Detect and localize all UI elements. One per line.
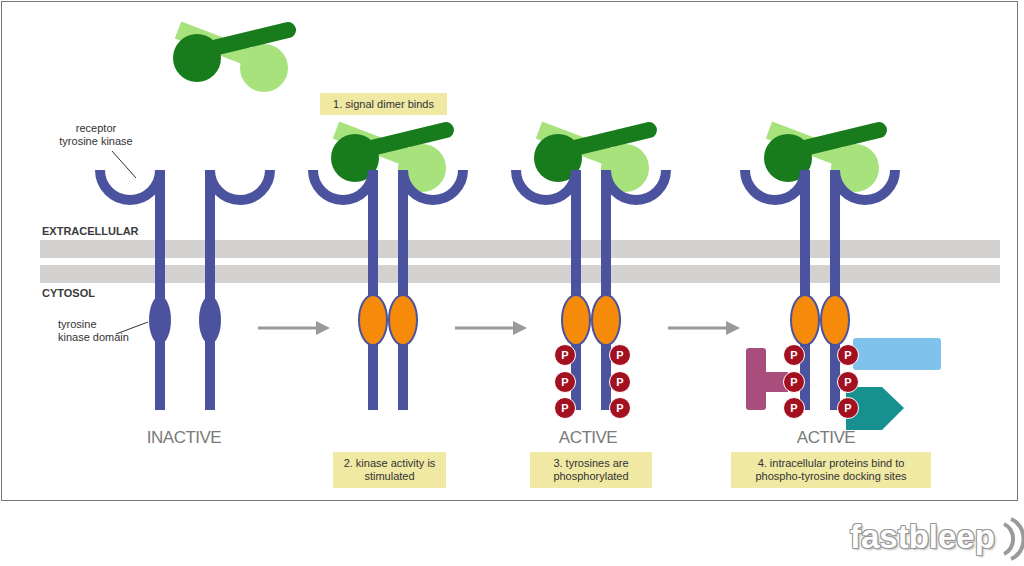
receptor [100, 170, 895, 410]
arrow-head [316, 321, 330, 335]
receptor-half [606, 170, 666, 410]
phospho-circle: P [783, 344, 805, 366]
state-label: ACTIVE [776, 428, 876, 448]
signal-dimer [534, 130, 649, 192]
kinase-domain-active [821, 295, 849, 345]
membrane-band [40, 240, 1000, 258]
phospho-circle: P [837, 397, 859, 419]
frame [2, 2, 1018, 501]
logo-mark [1011, 519, 1024, 559]
node-text: P [844, 377, 851, 388]
step-box: 4. intracellular proteins bind to phosph… [731, 452, 931, 488]
node-text: P [790, 403, 797, 414]
node-text: P [844, 403, 851, 414]
receptor-half [835, 170, 895, 410]
arrow-shaft [668, 327, 728, 330]
docking-protein [746, 348, 788, 410]
kinase-domain [199, 296, 221, 344]
kinase-domain-active [389, 295, 417, 345]
region-label: CYTOSOL [42, 287, 152, 300]
region-label: EXTRACELLULAR [42, 225, 152, 238]
membrane-band [40, 265, 1000, 283]
kinase-domain [149, 296, 171, 344]
receptor-half [403, 170, 463, 410]
node-text: 4. intracellular proteins bind to phosph… [737, 457, 925, 483]
ligand-bar [355, 130, 446, 152]
step-box: 2. kinase activity is stimulated [333, 452, 446, 488]
signal-dimer [173, 30, 288, 92]
leader-line [112, 151, 136, 178]
node-text: P [616, 403, 623, 414]
ligand-bar [197, 30, 288, 52]
phospho-circle: P [837, 371, 859, 393]
watermark: fastbleep [850, 517, 1010, 557]
arrow-shaft [455, 327, 515, 330]
node-text: P [561, 403, 568, 414]
receptor-half [210, 170, 270, 410]
node-text: P [790, 350, 797, 361]
receptor-half [100, 170, 160, 410]
part-label: tyrosine kinase domain [58, 318, 130, 344]
receptor-half [516, 170, 576, 410]
receptor-half [745, 170, 805, 410]
phospho-circle: P [554, 371, 576, 393]
phospho-circle: P [554, 344, 576, 366]
ligand-bar [558, 130, 649, 152]
node-text: P [790, 377, 797, 388]
phospho-circle: P [554, 397, 576, 419]
state-label: INACTIVE [134, 428, 234, 448]
node-text: P [561, 377, 568, 388]
state-label: ACTIVE [538, 428, 638, 448]
part-label: receptor tyrosine kinase [57, 122, 135, 148]
arrow-head [513, 321, 527, 335]
ligand-circle [240, 44, 288, 92]
phospho-circle: P [837, 344, 859, 366]
stage-arrow [258, 321, 740, 335]
receptor-half [313, 170, 373, 410]
node-text: P [844, 350, 851, 361]
signal-dimer [331, 130, 446, 192]
kinase-domain-active [592, 295, 620, 345]
node-text: P [561, 350, 568, 361]
docking-protein [853, 338, 941, 370]
node-text: P [616, 350, 623, 361]
step-box: 3. tyrosines are phosphorylated [530, 452, 652, 488]
phospho-circle: P [609, 397, 631, 419]
node-text: P [616, 377, 623, 388]
ligand-bar [788, 130, 879, 152]
phospho-circle: P [783, 371, 805, 393]
kinase-domain-active [791, 295, 819, 345]
signal-dimer [764, 130, 879, 192]
arrow-head [726, 321, 740, 335]
node-text: 1. signal dimer binds [333, 98, 434, 111]
phospho-circle: P [783, 397, 805, 419]
logo-mark [1004, 524, 1013, 554]
kinase-domain-active [359, 295, 387, 345]
phospho-circle: P [609, 344, 631, 366]
phospho-circle: P [609, 371, 631, 393]
node-text: 2. kinase activity is stimulated [339, 457, 440, 483]
step-box: 1. signal dimer binds [320, 93, 447, 115]
kinase-domain-active [562, 295, 590, 345]
node-text: 3. tyrosines are phosphorylated [536, 457, 646, 483]
arrow-shaft [258, 327, 318, 330]
